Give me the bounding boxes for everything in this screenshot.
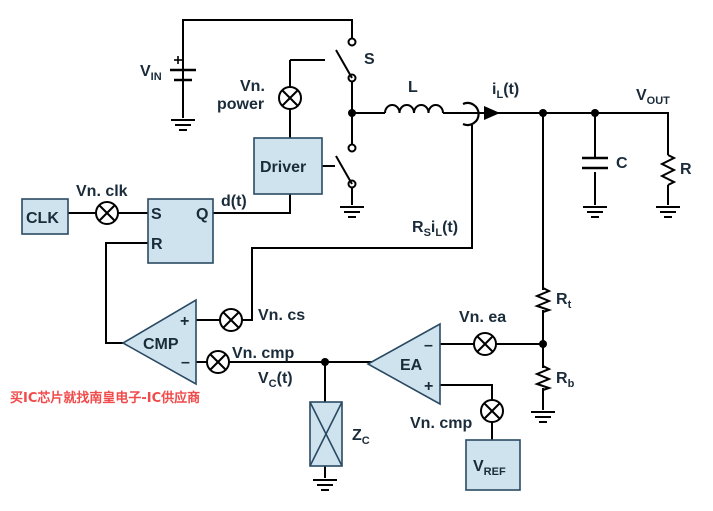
- noise-source-cmp-bottom: [480, 399, 504, 423]
- rt-label: Rt: [556, 291, 572, 311]
- noise-source-cmp-top: [206, 350, 230, 374]
- inductor-label: L: [408, 79, 418, 96]
- cmp-label: CMP: [143, 336, 179, 353]
- vn-cmp-top-label: Vn. cmp: [232, 345, 294, 362]
- vout-label: VOUT: [636, 87, 670, 107]
- current-sensor: [460, 101, 500, 127]
- ea-plus-label: +: [424, 378, 433, 395]
- vn-cmp-bottom-label: Vn. cmp: [410, 415, 472, 432]
- ea-label: EA: [400, 357, 423, 374]
- vn-cs-label: Vn. cs: [258, 307, 305, 324]
- ea-minus-label: –: [424, 337, 433, 354]
- il-label: iL(t): [492, 81, 519, 101]
- comparator-block: [121, 298, 197, 386]
- vin-label: VIN: [140, 63, 162, 83]
- junction-dots: [321, 109, 599, 366]
- clk-block: [21, 198, 69, 235]
- sr-latch-block: [147, 198, 214, 264]
- noise-source-power: [278, 86, 302, 110]
- vn-ea-label: Vn. ea: [459, 309, 506, 326]
- driver-block: [253, 137, 323, 195]
- dt-label: d(t): [221, 193, 247, 210]
- switch-label: S: [364, 51, 375, 68]
- error-amp-block: [366, 322, 441, 406]
- zc-block: [309, 401, 343, 491]
- cmp-minus-label: –: [181, 354, 190, 371]
- cmp-plus-label: +: [180, 313, 189, 330]
- zc-label: ZC: [352, 427, 370, 447]
- rsil-label: RSiL(t): [412, 219, 458, 239]
- capacitor-label: C: [616, 155, 628, 172]
- noise-source-cs: [219, 308, 243, 332]
- clk-label: CLK: [26, 210, 59, 227]
- noise-source-ea: [473, 332, 497, 356]
- vn-power-label-1: Vn.: [240, 78, 265, 95]
- latch-r-label: R: [151, 236, 163, 253]
- latch-s-label: S: [151, 206, 162, 223]
- latch-q-label: Q: [196, 206, 208, 223]
- resistor-rb: [530, 365, 556, 423]
- vref-block: [465, 439, 521, 491]
- output-capacitor: [582, 156, 608, 218]
- vn-power-label-2: power: [217, 96, 264, 113]
- inductor: [384, 104, 444, 114]
- vc-label: VC(t): [258, 370, 293, 390]
- vn-clk-label: Vn. clk: [76, 183, 128, 200]
- switch-high: [335, 37, 357, 83]
- watermark-text: 买IC芯片就找南皇电子-IC供应商: [10, 390, 200, 406]
- noise-source-clk: [95, 201, 119, 225]
- resistor-rt: [534, 287, 553, 313]
- resistor-label: R: [680, 161, 692, 178]
- switch-low: [335, 143, 365, 218]
- driver-label: Driver: [260, 159, 306, 176]
- vin-source: [170, 56, 196, 131]
- vref-label: VREF: [473, 458, 506, 478]
- load-resistor: [655, 154, 681, 218]
- rb-label: Rb: [556, 370, 575, 390]
